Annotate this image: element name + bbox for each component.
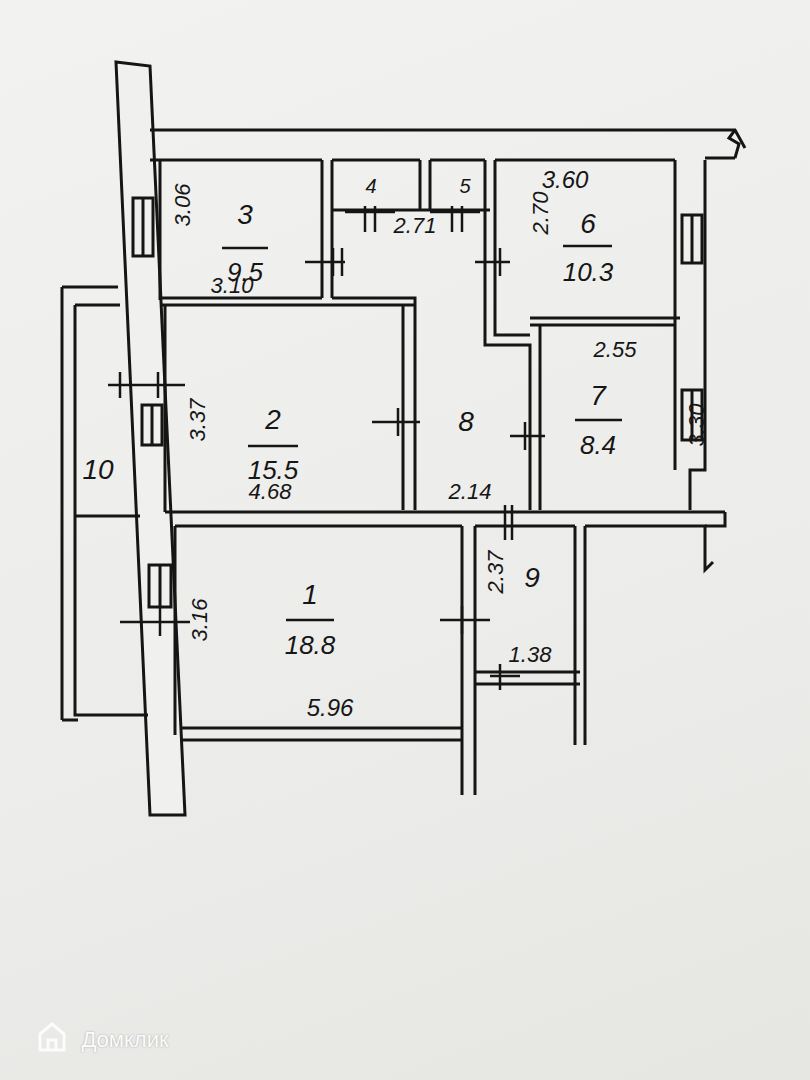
dimension-label: 3.10 bbox=[211, 275, 254, 297]
dimension-label: 3.06 bbox=[172, 184, 194, 227]
dimension-label: 3.37 bbox=[187, 399, 209, 442]
dimension-label: 4.68 bbox=[249, 481, 292, 503]
wall bbox=[485, 160, 680, 510]
wall bbox=[150, 130, 745, 160]
wall bbox=[705, 512, 725, 526]
room-area: 10.3 bbox=[563, 259, 614, 285]
room-number: 2 bbox=[265, 406, 281, 434]
room-number: 5 bbox=[459, 176, 470, 196]
room-area: 18.8 bbox=[285, 632, 336, 658]
fraction-bar bbox=[222, 246, 622, 620]
wall bbox=[175, 526, 475, 795]
watermark: Домклик bbox=[81, 1029, 168, 1051]
wall bbox=[332, 160, 490, 210]
room-number: 9 bbox=[524, 564, 540, 592]
window bbox=[682, 215, 702, 263]
room-area: 8.4 bbox=[580, 432, 616, 458]
room-number: 4 bbox=[365, 176, 376, 196]
room-area: 15.5 bbox=[248, 457, 299, 483]
wall bbox=[165, 512, 725, 570]
dimension-label: 2.37 bbox=[485, 551, 507, 594]
balcony bbox=[62, 287, 148, 720]
wall bbox=[475, 526, 585, 745]
window bbox=[149, 565, 171, 607]
room-number: 10 bbox=[82, 456, 113, 484]
dimension-label: 5.96 bbox=[307, 696, 354, 720]
dimension-label: 1.38 bbox=[509, 644, 552, 666]
wall bbox=[165, 305, 415, 512]
break-mark bbox=[705, 130, 739, 158]
room-number: 3 bbox=[237, 201, 253, 229]
dimension-label: 3.16 bbox=[189, 599, 211, 642]
room-number: 8 bbox=[458, 408, 474, 436]
wall bbox=[160, 160, 415, 305]
dimension-label: 2.14 bbox=[449, 481, 492, 503]
dimension-label: 2.71 bbox=[394, 215, 437, 237]
door-mark bbox=[108, 206, 545, 690]
dimension-label: 3.30 bbox=[686, 404, 708, 447]
room-number: 7 bbox=[590, 382, 606, 410]
window bbox=[142, 405, 162, 445]
watermark-icon bbox=[40, 1024, 64, 1050]
dimension-label: 2.55 bbox=[594, 339, 637, 361]
room-number: 1 bbox=[302, 581, 318, 609]
dimension-label: 3.60 bbox=[542, 168, 589, 192]
room-number: 6 bbox=[580, 210, 596, 238]
exterior-wall bbox=[675, 160, 705, 510]
dimension-label: 2.70 bbox=[530, 192, 552, 235]
window bbox=[133, 198, 153, 256]
